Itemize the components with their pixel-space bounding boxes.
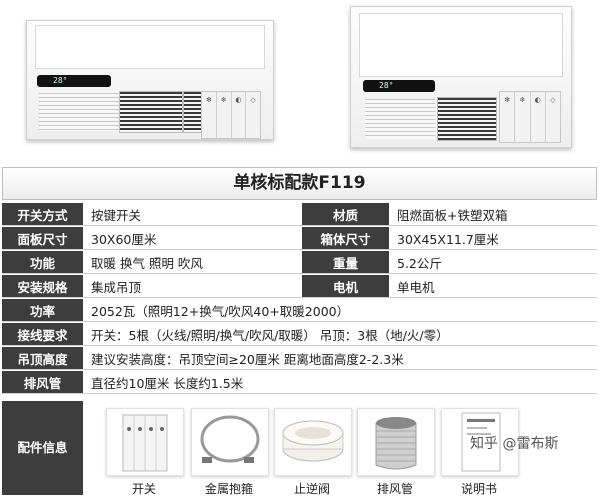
- accessory-caption: 止逆阀: [293, 482, 330, 496]
- watermark: 知乎 @雷布斯: [470, 433, 558, 453]
- spec-key: 重量: [302, 251, 389, 274]
- table-row: 功能 取暖 换气 照明 吹风 重量 5.2公斤: [2, 251, 597, 274]
- spec-value: 30X60厘米: [83, 227, 302, 250]
- spec-value: 阻燃面板+铁塑双箱: [389, 203, 597, 226]
- spec-value: 开关：5根（火线/照明/换气/吹风/取暖） 吊顶：3根（地/火/零）: [83, 323, 597, 346]
- table-row: 吊顶高度 建议安装高度：吊顶空间≥20厘米 距离地面高度2-2.3米: [2, 347, 597, 370]
- spec-value: 2052瓦（照明12+换气/吹风40+取暖2000）: [83, 299, 597, 322]
- spec-key: 功率: [2, 299, 83, 322]
- table-row: 开关方式 按键开关 材质 阻燃面板+铁塑双箱: [2, 203, 597, 226]
- manual-icon: [441, 408, 519, 476]
- spec-key: 箱体尺寸: [302, 227, 389, 250]
- table-row: 安装规格 集成吊顶 电机 单电机: [2, 275, 597, 298]
- display-panel: 28°: [37, 75, 111, 87]
- metal-clamp-icon: [191, 408, 269, 476]
- spec-key: 吊顶高度: [2, 347, 83, 370]
- switch-icon: [106, 408, 184, 476]
- spec-value: 取暖 换气 照明 吹风: [83, 251, 302, 274]
- accessory-caption: 开关: [131, 482, 156, 496]
- accessory-caption: 说明书: [460, 482, 497, 496]
- spec-value: 建议安装高度：吊顶空间≥20厘米 距离地面高度2-2.3米: [83, 347, 597, 370]
- spec-value: 集成吊顶: [83, 275, 302, 298]
- spec-key: 功能: [2, 251, 83, 274]
- spec-key: 电机: [302, 275, 389, 298]
- spec-key: 材质: [302, 203, 389, 226]
- table-row: 接线要求 开关：5根（火线/照明/换气/吹风/取暖） 吊顶：3根（地/火/零）: [2, 323, 597, 346]
- display-panel: 28°: [363, 80, 435, 92]
- spec-key: 安装规格: [2, 275, 83, 298]
- spec-table: 开关方式 按键开关 材质 阻燃面板+铁塑双箱 面板尺寸 30X60厘米 箱体尺寸…: [2, 202, 597, 395]
- switch-panel-icon: ✻❄◐◇: [499, 91, 561, 143]
- spec-value: 单电机: [389, 275, 597, 298]
- product-image-left: 28° ✻❄◐◇: [26, 20, 274, 140]
- spec-value: 30X45X11.7厘米: [389, 227, 597, 250]
- check-valve-icon: [274, 408, 352, 476]
- spec-value: 直径约10厘米 长度约1.5米: [83, 371, 597, 394]
- table-row: 功率 2052瓦（照明12+换气/吹风40+取暖2000）: [2, 299, 597, 322]
- display-temperature: 28°: [379, 81, 394, 90]
- watermark-text: 知乎 @雷布斯: [470, 436, 559, 452]
- product-image-right: 28° ✻❄◐◇: [350, 6, 572, 148]
- display-temperature: 28°: [53, 76, 68, 85]
- table-row: 面板尺寸 30X60厘米 箱体尺寸 30X45X11.7厘米: [2, 227, 597, 250]
- table-row: 排风管 直径约10厘米 长度约1.5米: [2, 371, 597, 394]
- spec-key: 接线要求: [2, 323, 83, 346]
- accessory-caption: 排风管: [376, 482, 413, 496]
- exhaust-pipe-icon: [357, 408, 435, 476]
- spec-key: 开关方式: [2, 203, 83, 226]
- accessory-caption: 金属抱箍: [204, 482, 253, 496]
- spec-key: 排风管: [2, 371, 83, 394]
- accessories-label: 配件信息: [2, 401, 83, 495]
- spec-value: 按键开关: [83, 203, 302, 226]
- accessories-row: 配件信息 开关 金属抱箍 止逆阀: [2, 401, 597, 496]
- product-title: 单核标配款F119: [2, 167, 597, 200]
- spec-value: 5.2公斤: [389, 251, 597, 274]
- spec-key: 面板尺寸: [2, 227, 83, 250]
- switch-panel-icon: ✻❄◐◇: [201, 91, 261, 139]
